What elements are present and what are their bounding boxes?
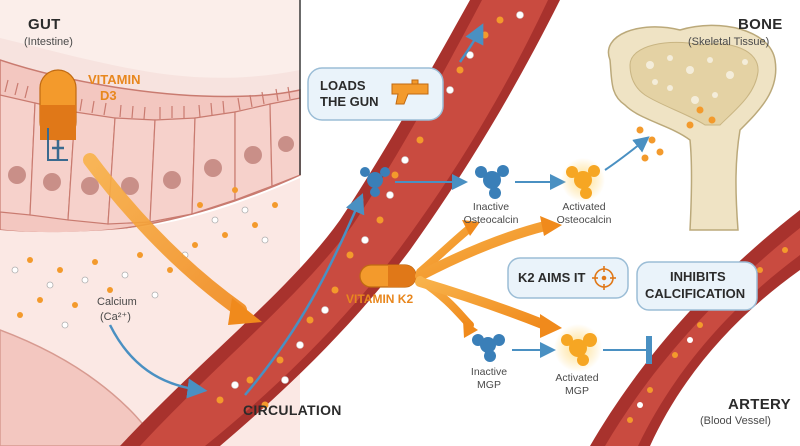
activated-mgp-line2: MGP	[565, 385, 589, 397]
artery-title: ARTERY	[728, 396, 791, 413]
k2-aims-it-callout	[507, 257, 629, 299]
inhibits-calcification-callout	[636, 261, 758, 311]
inactive-osteocalcin-label: Inactive Osteocalcin	[460, 201, 522, 227]
crosshair-icon	[592, 266, 616, 290]
inactive-osteocalcin-line1: Inactive	[472, 201, 510, 213]
k2-activates-osteocalcin-arrow	[415, 221, 550, 281]
activated-osteocalcin-icon	[561, 158, 605, 202]
inhibits-line2: CALCIFICATION	[645, 286, 746, 301]
activated-osteocalcin-label: Activated Osteocalcin	[550, 201, 618, 227]
gut-title: GUT	[28, 16, 61, 33]
bone-subtitle: (Skeletal Tissue)	[688, 36, 770, 48]
inactive-mgp-label: Inactive MGP	[466, 366, 512, 392]
vessel-top-arrow	[458, 23, 484, 63]
inactive-osteocalcin-line2: Osteocalcin	[463, 214, 519, 226]
inactive-osteocalcin-icon	[475, 165, 509, 199]
gut-subtitle: (Intestine)	[24, 36, 73, 48]
loads-the-gun-callout	[307, 67, 444, 121]
vitamin-k2-label: VITAMIN K2	[346, 292, 414, 306]
inactive-mgp-icon	[472, 334, 505, 362]
activated-mgp-line1: Activated	[555, 372, 599, 384]
inhibits-line1: INHIBITS	[670, 269, 726, 284]
calcium-label-line1: Calcium	[97, 296, 137, 308]
vitamin-d3-label-line1: VITAMIN	[88, 72, 141, 87]
bone-title: BONE	[738, 16, 783, 33]
activated-osteocalcin-line1: Activated	[562, 201, 606, 213]
circulation-flow-arrow	[244, 193, 365, 396]
loads-gun-line1: LOADS	[320, 78, 366, 93]
calcium-absorption-arrow	[83, 153, 247, 317]
circulation-title: CIRCULATION	[243, 402, 342, 418]
inactive-mgp-line2: MGP	[477, 379, 501, 391]
activated-osteocalcin-line2: Osteocalcin	[556, 214, 612, 226]
k2-aims-label: K2 AIMS IT	[518, 270, 586, 285]
inactive-mgp-line1: Inactive	[470, 366, 508, 378]
calcium-label-line2: (Ca²⁺)	[100, 311, 131, 323]
bone-illustration	[607, 24, 777, 231]
k2-to-osteocalcin-arrow	[416, 224, 474, 276]
loads-gun-line2: THE GUN	[320, 94, 379, 109]
gut-tissue	[0, 0, 301, 446]
vitamin-k2-capsule-icon	[359, 264, 417, 288]
activated-mgp-icon	[554, 324, 602, 372]
vitamin-d3-label-line2: D3	[100, 88, 117, 103]
artery-subtitle: (Blood Vessel)	[700, 415, 771, 427]
activated-mgp-label: Activated MGP	[550, 372, 604, 398]
gun-icon	[391, 79, 429, 105]
osteocalcin-molecule-in-vessel	[360, 167, 390, 197]
osteocalcin-to-bone-arrow	[604, 136, 650, 171]
k2-activates-mgp-arrow	[415, 277, 550, 330]
calcium-to-blood-arrow	[108, 324, 208, 399]
vitamin-d3-capsule-icon	[39, 69, 77, 161]
